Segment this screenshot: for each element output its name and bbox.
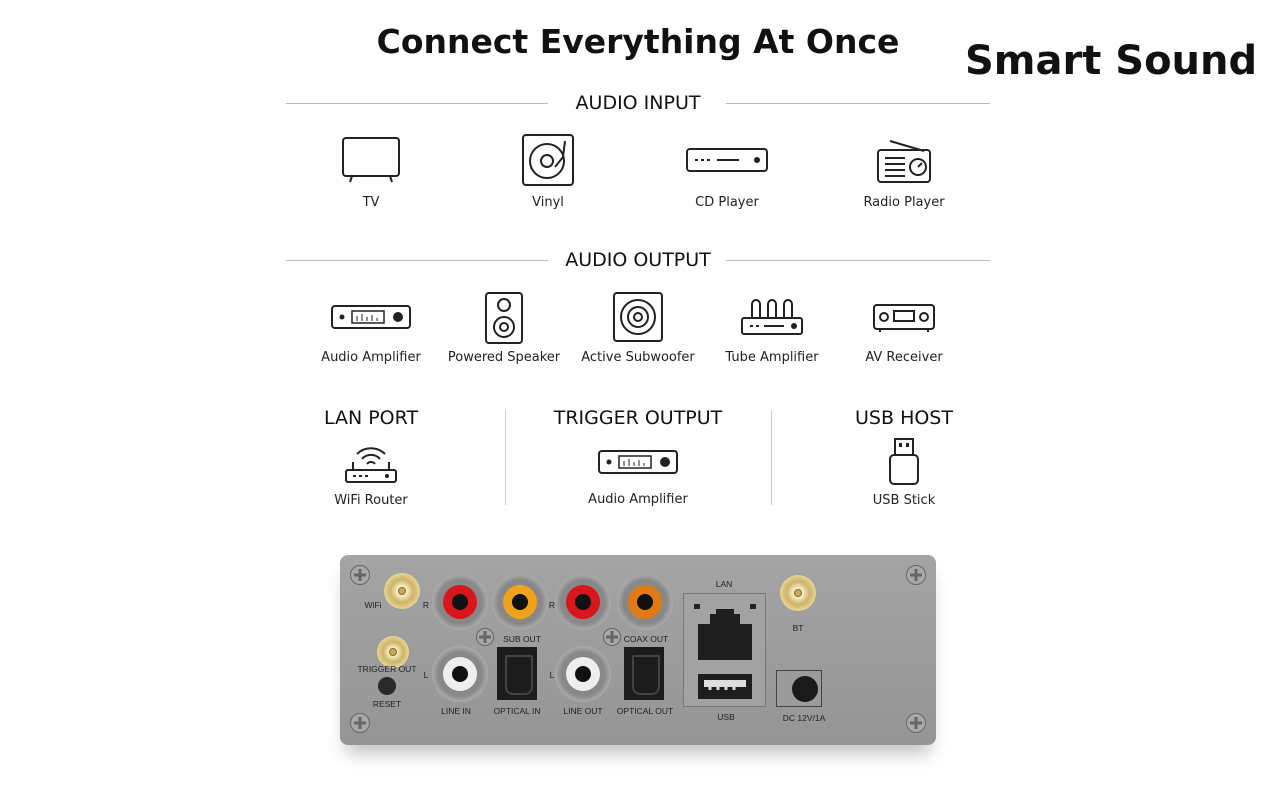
bt-label: BT xyxy=(792,623,804,633)
l-label: L xyxy=(549,670,555,680)
tv-icon xyxy=(342,137,400,183)
usb-stick-icon xyxy=(889,438,919,485)
trigger-out-label: TRIGGER OUT xyxy=(357,664,417,674)
usb-host-heading: USB HOST xyxy=(855,407,953,429)
optical-out-label: OPTICAL OUT xyxy=(616,706,674,716)
dc-label: DC 12V/1A xyxy=(782,713,826,723)
screw-icon xyxy=(350,565,370,585)
reset-label: RESET xyxy=(372,699,402,709)
trigger-out-jack xyxy=(377,636,409,668)
screw-icon xyxy=(603,628,621,646)
line-out-r-jack xyxy=(566,585,600,619)
output-label-av-receiver: AV Receiver xyxy=(865,350,943,365)
divider xyxy=(286,103,548,104)
wifi-antenna-port xyxy=(384,573,420,609)
sub-out-jack xyxy=(503,585,537,619)
lan-label: LAN xyxy=(715,579,733,589)
output-label-tube-amp: Tube Amplifier xyxy=(725,350,819,365)
lan-port-heading: LAN PORT xyxy=(323,407,419,429)
l-label: L xyxy=(423,670,429,680)
divider xyxy=(505,410,506,505)
audio-output-heading: AUDIO OUTPUT xyxy=(565,249,711,271)
screw-icon xyxy=(350,713,370,733)
optical-out-port xyxy=(624,647,664,700)
screw-icon xyxy=(906,565,926,585)
wifi-router-icon xyxy=(345,447,397,483)
reset-button[interactable] xyxy=(378,677,396,695)
input-label-radio: Radio Player xyxy=(863,195,945,210)
port-label-amplifier: Audio Amplifier xyxy=(588,492,688,507)
dc-power-port xyxy=(776,670,822,707)
screw-icon xyxy=(476,628,494,646)
usb-label: USB xyxy=(717,712,735,722)
line-out-label: LINE OUT xyxy=(563,706,603,716)
divider xyxy=(726,103,990,104)
port-label-usb-stick: USB Stick xyxy=(872,493,936,508)
device-rear-panel: WiFi R SUB OUT R COAX OUT TRIGGER OUT RE… xyxy=(340,555,936,745)
optical-in-port xyxy=(497,647,537,700)
coax-out-jack xyxy=(628,585,662,619)
tube-amplifier-icon xyxy=(741,299,803,335)
amplifier-icon xyxy=(598,450,678,474)
vinyl-icon xyxy=(522,134,574,186)
radio-icon xyxy=(877,140,931,183)
line-in-label: LINE IN xyxy=(441,706,471,716)
coax-out-label: COAX OUT xyxy=(623,634,669,644)
input-label-vinyl: Vinyl xyxy=(532,195,564,210)
dc-jack xyxy=(792,676,818,702)
speaker-icon xyxy=(485,292,523,344)
bt-antenna-port xyxy=(780,575,816,611)
divider xyxy=(286,260,548,261)
divider xyxy=(771,410,772,505)
line-out-l-jack xyxy=(566,657,600,691)
cd-player-icon xyxy=(686,148,768,172)
screw-icon xyxy=(906,713,926,733)
subwoofer-icon xyxy=(613,292,663,342)
brand-logo: Smart Sound xyxy=(965,38,1258,84)
wifi-label: WiFi xyxy=(364,600,382,610)
line-in-l-jack xyxy=(443,657,477,691)
trigger-output-heading: TRIGGER OUTPUT xyxy=(553,407,723,429)
output-label-speaker: Powered Speaker xyxy=(447,350,561,365)
r-label: R xyxy=(548,600,556,610)
input-label-tv: TV xyxy=(362,195,380,210)
page-title: Connect Everything At Once xyxy=(376,22,900,61)
r-label: R xyxy=(422,600,430,610)
output-label-amplifier: Audio Amplifier xyxy=(321,350,421,365)
input-label-cd: CD Player xyxy=(695,195,759,210)
port-label-wifi-router: WiFi Router xyxy=(334,493,408,508)
ethernet-port xyxy=(694,604,756,699)
audio-input-heading: AUDIO INPUT xyxy=(575,92,701,114)
lan-usb-bezel xyxy=(683,593,766,707)
av-receiver-icon xyxy=(873,304,935,332)
amplifier-icon xyxy=(331,305,411,329)
sub-out-label: SUB OUT xyxy=(503,634,541,644)
output-label-subwoofer: Active Subwoofer xyxy=(581,350,695,365)
optical-in-label: OPTICAL IN xyxy=(493,706,541,716)
line-in-r-jack xyxy=(443,585,477,619)
divider xyxy=(726,260,990,261)
